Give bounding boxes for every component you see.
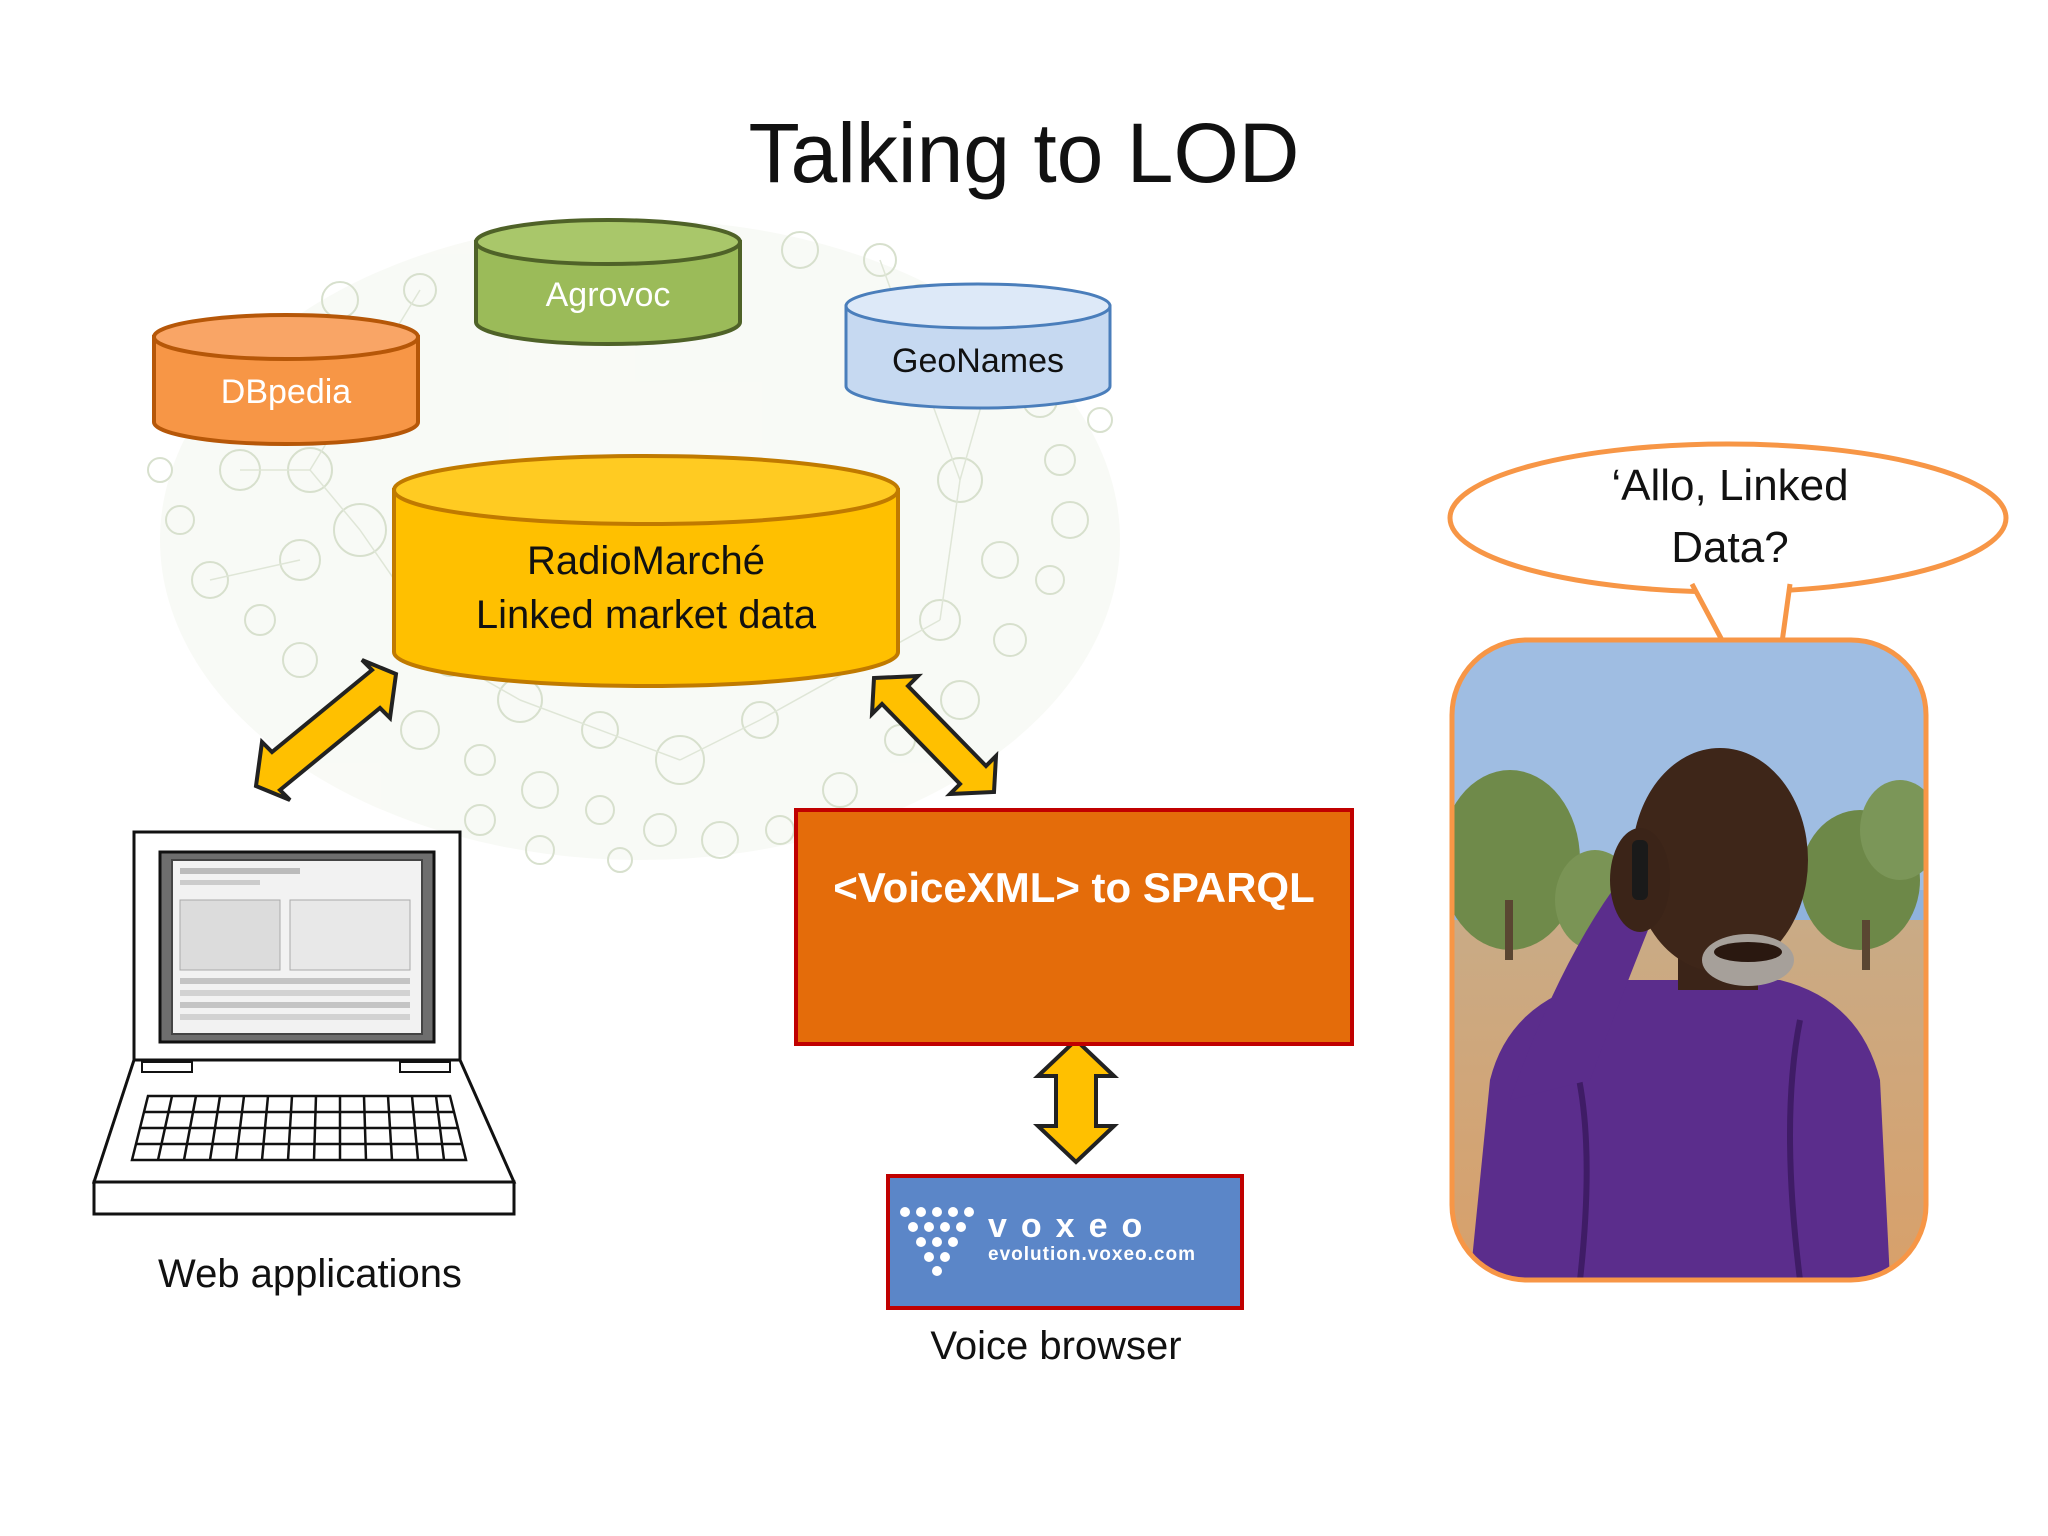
voxeo-dots-icon [900, 1207, 974, 1276]
man-on-phone-photo [1452, 640, 1926, 1280]
agrovoc-label: Agrovoc [546, 276, 671, 314]
slide-title: Talking to LOD [748, 106, 1300, 200]
radiomarche-label-line2: Linked market data [476, 593, 817, 637]
arrow-web-to-radiomarche [253, 658, 399, 802]
dbpedia-cylinder [152, 313, 420, 446]
agrovoc-cylinder [474, 218, 742, 346]
voice-browser-label: Voice browser [930, 1324, 1182, 1368]
photo-frame [1449, 637, 1929, 1283]
web-applications-label: Web applications [158, 1252, 462, 1296]
speech-line-1: ‘Allo, Linked [1611, 461, 1849, 510]
geonames-label: GeoNames [892, 342, 1064, 380]
arrow-radiomarche-to-converter [869, 673, 999, 797]
geonames-cylinder [844, 282, 1112, 410]
speech-bubble-text: ‘Allo, Linked Data? [1530, 455, 1930, 579]
converter-label: <VoiceXML> to SPARQL [833, 864, 1315, 911]
radiomarche-cylinder [392, 454, 900, 688]
speech-line-2: Data? [1671, 523, 1789, 572]
converter-box [794, 808, 1354, 1046]
voxeo-logo [886, 1174, 1244, 1310]
radiomarche-label-line1: RadioMarché [527, 539, 765, 583]
arrow-converter-to-voxeo [1032, 1037, 1120, 1165]
voxeo-url: evolution.voxeo.com [988, 1244, 1196, 1265]
dbpedia-label: DBpedia [221, 373, 352, 411]
voxeo-name: voxeo [988, 1207, 1157, 1245]
laptop-icon [91, 830, 517, 1216]
